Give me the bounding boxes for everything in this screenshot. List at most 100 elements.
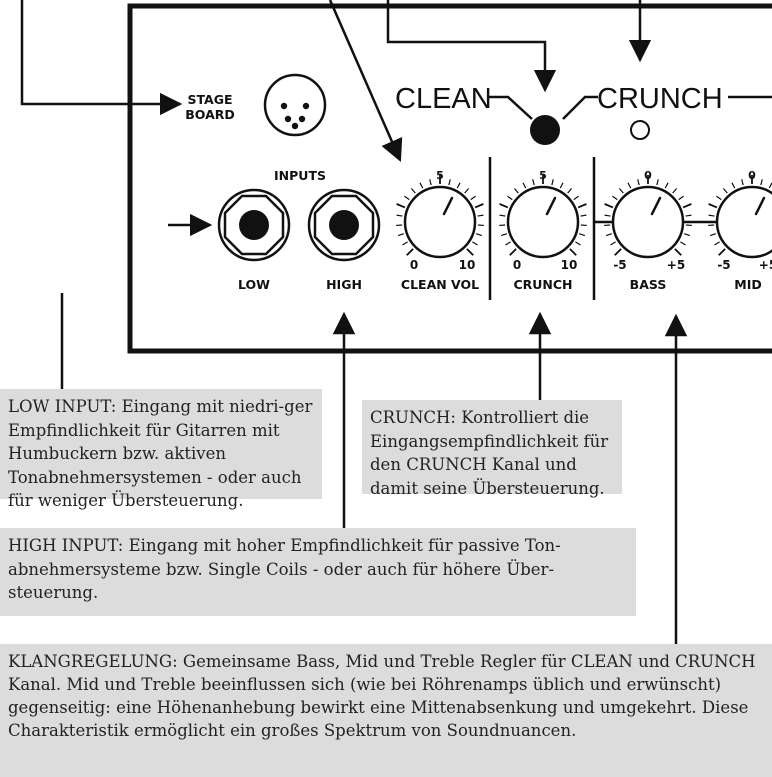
leader-stage-board: [20, 0, 183, 116]
knob-tick: [577, 203, 587, 209]
knob-crunch-ticks: [499, 175, 587, 256]
knob-tick: [580, 214, 587, 217]
knob-tick: [551, 179, 554, 186]
knob-tick: [708, 214, 715, 217]
knob-tick: [470, 195, 476, 201]
knob-tick: [475, 233, 483, 237]
knob-tick: [402, 241, 408, 246]
knob-tick: [499, 203, 509, 209]
callout-crunch: CRUNCH: Kontrolliert die Eingangsempfind…: [362, 400, 622, 498]
leader-clean-led: [386, 0, 557, 93]
knob-tick: [760, 179, 763, 186]
jack-high[interactable]: [307, 188, 381, 262]
mode-crunch-label: CRUNCH: [597, 83, 723, 115]
knob-tick: [637, 179, 640, 186]
knob-clean-vol-label: CLEAN VOL: [401, 277, 479, 292]
knob-tick: [708, 203, 718, 209]
knob-tick: [578, 233, 586, 237]
knob-tick: [396, 214, 403, 217]
knob-tick: [605, 233, 613, 237]
stage-board-connector[interactable]: [263, 73, 327, 137]
jack-low-label: LOW: [238, 277, 270, 292]
knob-clean-vol-top: 5: [436, 169, 444, 182]
knob-tick: [674, 248, 682, 256]
knob-tick: [627, 182, 632, 189]
inputs-label: INPUTS: [274, 168, 326, 183]
knob-tick: [672, 188, 678, 194]
knob-tick: [509, 248, 517, 256]
knob-tick: [612, 195, 618, 201]
clean-led: [530, 115, 560, 145]
callout-low-input: LOW INPUT: Eingang mit niedri-ger Empfin…: [0, 389, 322, 510]
knob-tick: [714, 241, 720, 246]
knob-mid[interactable]: [708, 175, 772, 259]
knob-clean-vol-max: 10: [459, 258, 476, 272]
knob-crunch-top: 5: [539, 169, 547, 182]
mode-clean-label: CLEAN: [395, 83, 492, 115]
knob-mid-ticks: [708, 175, 772, 256]
knob-crunch-max: 10: [561, 258, 578, 272]
knob-mid-top: 0: [748, 169, 756, 182]
knob-bass[interactable]: [604, 175, 692, 259]
knob-tick: [448, 179, 451, 186]
knob-tick: [410, 188, 416, 194]
knob-tick: [709, 233, 717, 237]
knob-tick: [664, 182, 669, 189]
knob-tick: [610, 241, 616, 246]
knob-clean-vol-min: 0: [410, 258, 418, 272]
stage-board-label-1: STAGE: [187, 92, 232, 107]
knob-crunch[interactable]: [499, 175, 587, 259]
knob-tick: [569, 248, 577, 256]
knob-tick: [532, 179, 535, 186]
knob-tick: [472, 241, 478, 246]
knob-tick: [404, 195, 410, 201]
knob-bass-ticks: [604, 175, 692, 256]
knob-clean-vol[interactable]: [396, 175, 484, 259]
knob-tick: [466, 248, 474, 256]
crunch-led: [630, 120, 650, 140]
knob-tick: [678, 195, 684, 201]
knob-tick: [477, 214, 484, 217]
leader-low: [62, 331, 254, 389]
knob-tick: [507, 195, 513, 201]
knob-tick: [722, 188, 728, 194]
knob-tick: [683, 233, 691, 237]
knob-tick: [718, 248, 726, 256]
knob-tick: [573, 195, 579, 201]
knob-tick: [396, 203, 406, 209]
callout-klangregelung: KLANGREGELUNG: Gemeinsame Bass, Mid und …: [0, 644, 772, 777]
knob-tick: [397, 233, 405, 237]
knob-bass-min: -5: [613, 258, 626, 272]
knob-mid-label: MID: [734, 277, 761, 292]
knob-tick: [559, 182, 564, 189]
jack-low[interactable]: [217, 188, 291, 262]
knob-tick: [505, 241, 511, 246]
knob-clean-vol-ticks: [396, 175, 484, 256]
knob-tick: [716, 195, 722, 201]
knob-tick: [685, 214, 692, 217]
leader-clean-vol: [328, 0, 403, 163]
knob-tick: [731, 182, 736, 189]
knob-tick: [741, 179, 744, 186]
knob-tick: [604, 214, 611, 217]
knob-tick: [618, 188, 624, 194]
knob-tick: [575, 241, 581, 246]
knob-tick: [499, 214, 506, 217]
knob-tick: [474, 203, 484, 209]
jack-high-label: HIGH: [326, 277, 362, 292]
knob-tick: [682, 203, 692, 209]
knob-bass-top: 0: [644, 169, 652, 182]
knob-mid-max: +5: [759, 258, 772, 272]
knob-tick: [522, 182, 527, 189]
knob-tick: [406, 248, 414, 256]
front-panel: [127, 3, 772, 354]
knob-bass-max: +5: [667, 258, 685, 272]
knob-tick: [614, 248, 622, 256]
callout-high-input: HIGH INPUT: Eingang mit hoher Empfindlic…: [0, 528, 636, 616]
knob-tick: [656, 179, 659, 186]
mode-clean-line: [487, 95, 533, 120]
stage-board-label-2: BOARD: [185, 107, 235, 122]
knob-tick: [419, 182, 424, 189]
knob-bass-label: BASS: [630, 277, 667, 292]
